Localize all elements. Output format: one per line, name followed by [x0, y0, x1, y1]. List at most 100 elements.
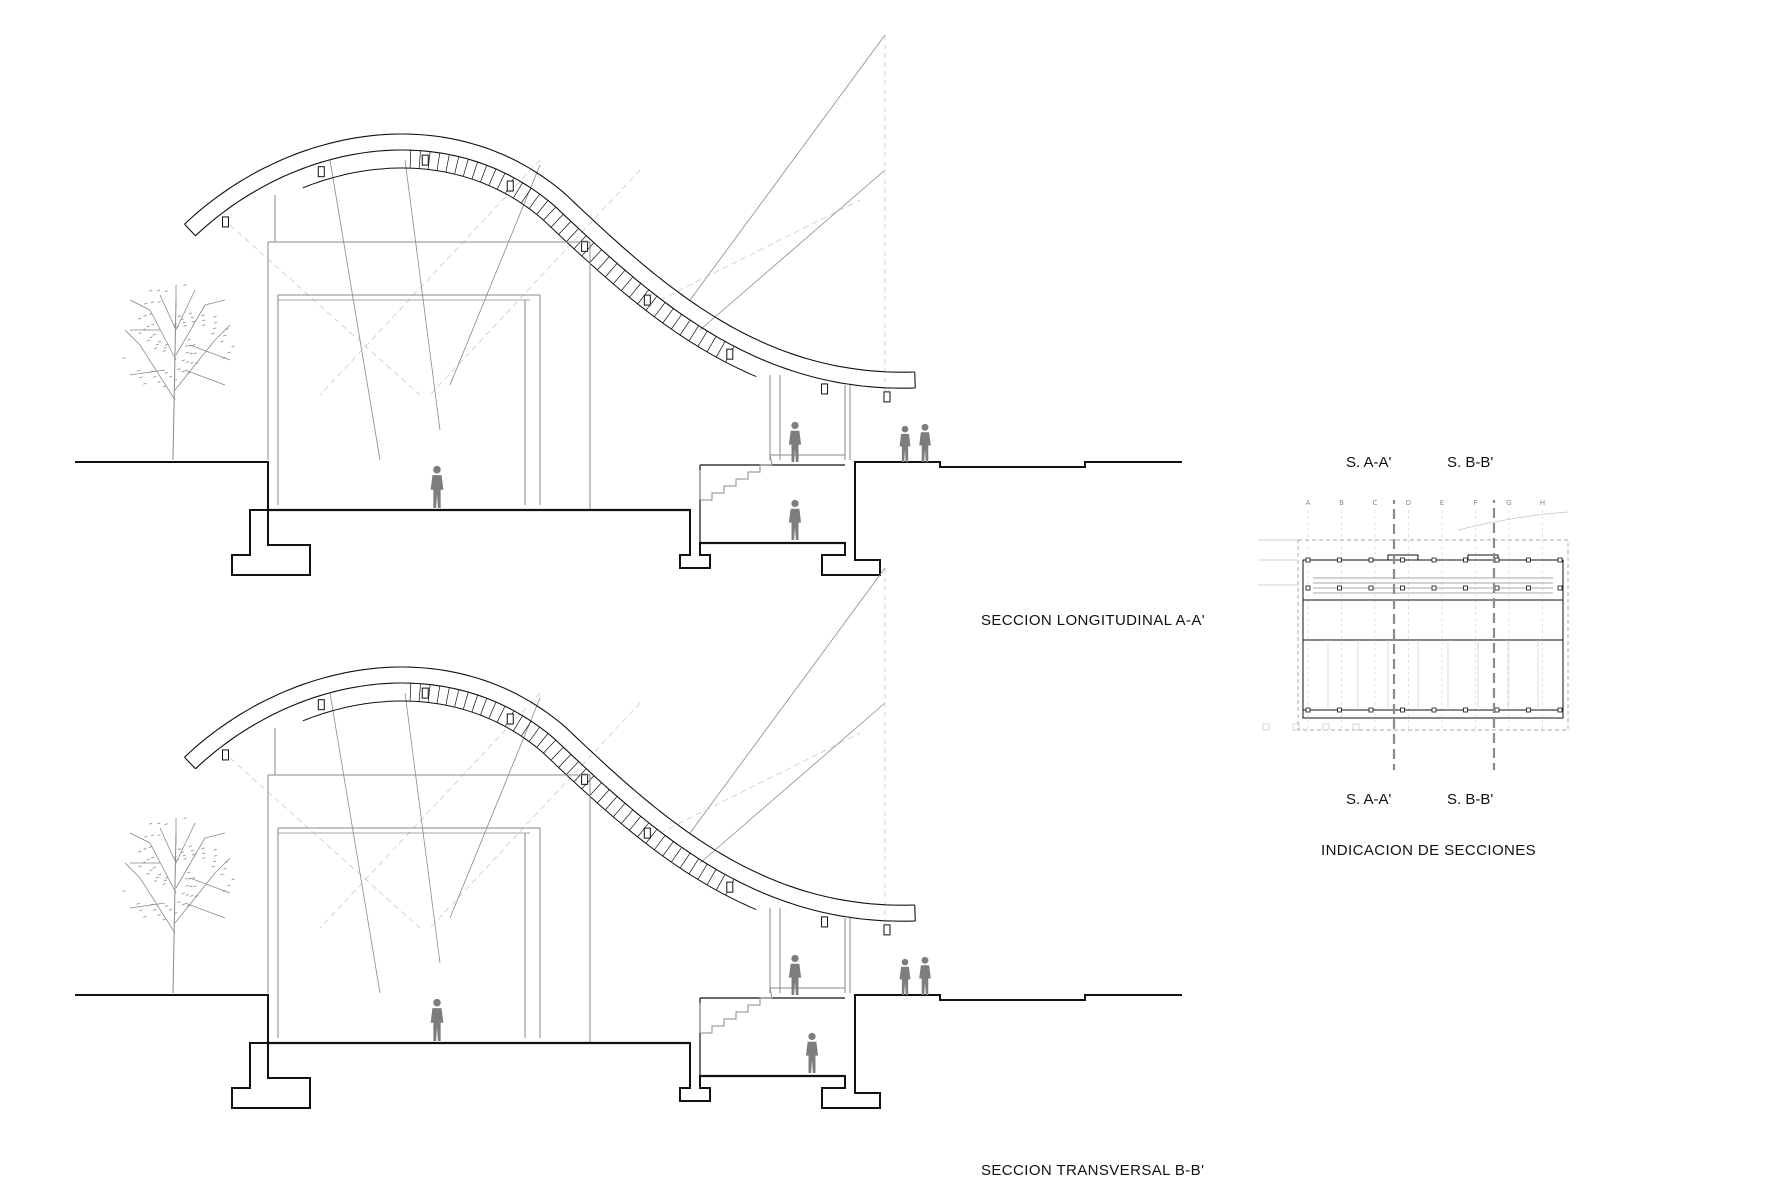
purlin	[581, 773, 589, 785]
tree-leaf	[190, 316, 194, 319]
person-lower-head	[791, 499, 799, 508]
tree-leaf	[149, 336, 153, 339]
tree-leaf	[149, 370, 154, 373]
tree-leaf	[162, 350, 166, 352]
tree-branch	[189, 877, 231, 894]
tree-leaf	[181, 359, 186, 362]
section-drawing-a	[75, 34, 1182, 576]
plan-column	[1337, 557, 1342, 563]
building-footprint	[1302, 559, 1564, 719]
building-structure	[267, 728, 851, 1043]
section-drawing-b	[75, 567, 1182, 1109]
tree-leaf	[136, 902, 140, 905]
tree-leaf	[150, 301, 155, 304]
tree-leaf	[153, 909, 157, 911]
tree-leaf	[146, 858, 150, 861]
purlin	[883, 391, 891, 403]
tree-leaf	[202, 324, 206, 326]
tree-leaf	[191, 853, 196, 856]
tree-leaf	[202, 857, 206, 859]
truss-member	[462, 159, 469, 177]
tree-leaf	[175, 859, 180, 861]
plan-column	[1494, 585, 1500, 591]
tree-leaf	[146, 339, 150, 342]
tree-branch	[184, 369, 226, 386]
plan-column	[1463, 585, 1468, 591]
plan-marker	[1292, 723, 1300, 731]
tree-branch	[214, 324, 231, 341]
tree-leaf	[183, 325, 187, 327]
tree-leaf	[142, 861, 146, 864]
tree-leaf	[164, 905, 168, 907]
plan-column	[1305, 557, 1311, 563]
truss-member	[621, 809, 634, 824]
purlin	[506, 180, 514, 192]
truss-member	[462, 692, 469, 710]
tree-leaf	[146, 325, 150, 328]
roof-end-cap	[184, 223, 196, 237]
tree-leaf	[227, 351, 231, 354]
tree-leaf	[181, 892, 186, 895]
truss-member	[605, 263, 618, 278]
tree-leaf	[227, 884, 231, 887]
tree-leaf	[225, 328, 229, 331]
person-hall-body	[430, 1008, 444, 1041]
tree-branch	[149, 842, 177, 894]
tree-leaf	[162, 385, 166, 388]
truss-member	[662, 841, 674, 857]
truss-member	[637, 822, 650, 838]
purlin	[581, 240, 589, 252]
truss-member	[654, 302, 666, 318]
plan-column	[1557, 707, 1563, 713]
tree-leaf	[149, 869, 153, 872]
tree-leaf	[138, 317, 142, 320]
tree-branch	[159, 294, 177, 331]
plan-column	[1431, 707, 1437, 713]
grid-label: A	[1306, 500, 1311, 507]
tree-leaf	[189, 885, 193, 888]
roof-inner-edge	[195, 682, 916, 922]
tree-leaf	[231, 345, 235, 348]
plan-column	[1431, 585, 1437, 591]
truss-member	[613, 269, 626, 285]
tree-leaf	[190, 895, 194, 897]
tree-leaf	[213, 860, 217, 863]
truss-member	[521, 721, 532, 737]
truss-member	[597, 256, 610, 271]
truss-member	[671, 847, 682, 863]
purlin	[643, 294, 651, 306]
tree-branch	[204, 299, 226, 306]
tree-leaf	[213, 315, 217, 318]
tree-leaf	[194, 895, 199, 897]
tree-leaf	[189, 352, 193, 355]
person-outside-2-head	[921, 423, 929, 431]
tree-leaf	[139, 909, 143, 912]
grid-label: F	[1473, 500, 1477, 507]
truss-member	[566, 761, 579, 775]
purlin	[883, 924, 891, 936]
tree-leaf	[194, 362, 199, 364]
tree-leaf	[151, 323, 155, 326]
truss-member	[550, 213, 564, 228]
tree-leaf	[178, 848, 182, 851]
plan-column	[1526, 585, 1531, 591]
truss-member	[409, 150, 412, 169]
tree-leaf	[190, 849, 194, 852]
construction-line	[229, 224, 421, 396]
site-boundary	[1297, 539, 1569, 731]
tree-branch	[175, 837, 206, 889]
construction-line	[659, 732, 861, 834]
tree-leaf	[185, 344, 189, 347]
tree-leaf	[122, 890, 126, 892]
tree	[122, 817, 235, 994]
truss-member	[536, 733, 549, 748]
tree-leaf	[136, 369, 140, 372]
truss-member	[427, 151, 431, 170]
plan-column	[1368, 585, 1374, 591]
stairs	[699, 454, 845, 501]
truss-member	[409, 683, 412, 702]
truss-member	[528, 726, 540, 742]
truss-member	[605, 796, 618, 811]
truss-lower-chord	[302, 700, 757, 911]
section-cut-b	[1492, 500, 1496, 770]
